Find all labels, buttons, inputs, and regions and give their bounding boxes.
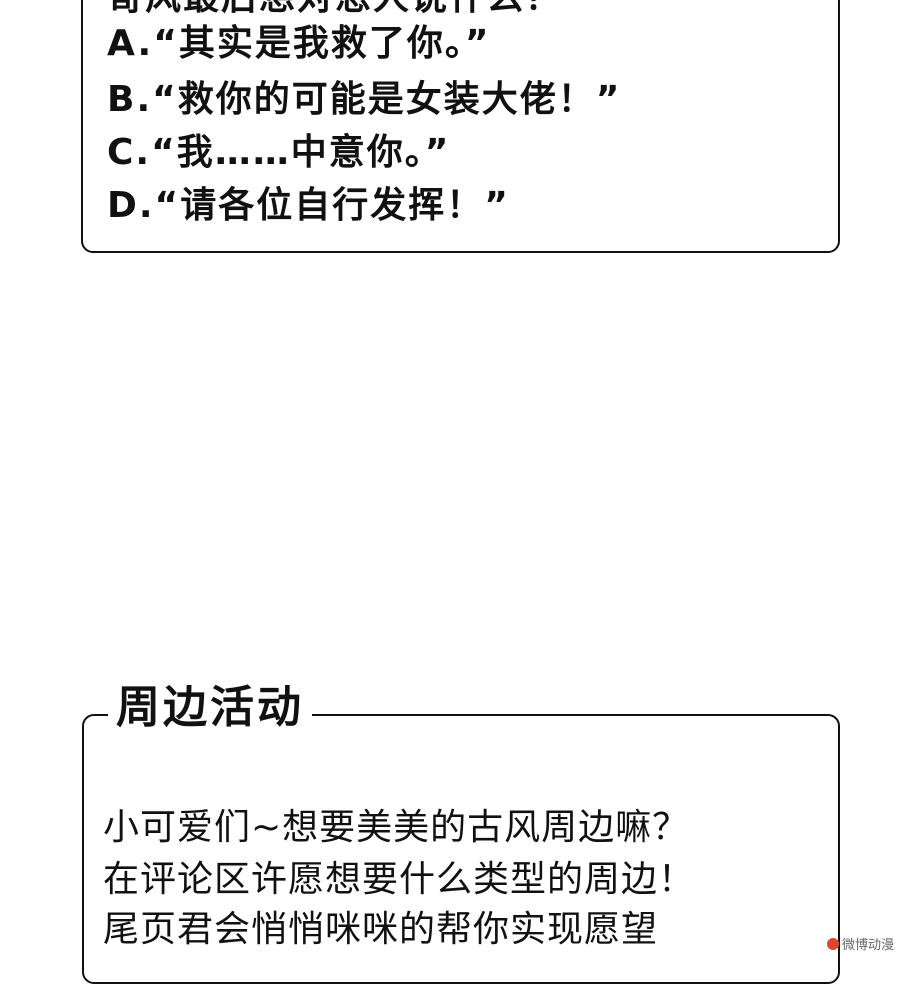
event-line-1: 小可爱们~想要美美的古风周边嘛？: [103, 807, 690, 848]
event-title-wrap: 周边活动: [108, 680, 312, 736]
event-title: 周边活动: [116, 682, 304, 733]
quiz-option-c: C.“我……中意你。”: [107, 132, 451, 173]
quiz-question: 哥风最后想对恩人说什么？: [107, 0, 563, 18]
quiz-box: [81, 0, 840, 253]
watermark: 微博动漫: [826, 934, 894, 953]
event-line-3: 尾页君会悄悄咪咪的帮你实现愿望: [103, 909, 659, 950]
event-line-2: 在评论区许愿想要什么类型的周边！: [103, 859, 696, 900]
quiz-option-b: B.“救你的可能是女装大佬！”: [107, 79, 622, 120]
weibo-icon: [826, 937, 839, 950]
watermark-text: 微博动漫: [841, 937, 894, 952]
quiz-option-a: A.“其实是我救了你。”: [107, 23, 491, 64]
quiz-option-d: D.“请各位自行发挥！”: [107, 185, 510, 226]
